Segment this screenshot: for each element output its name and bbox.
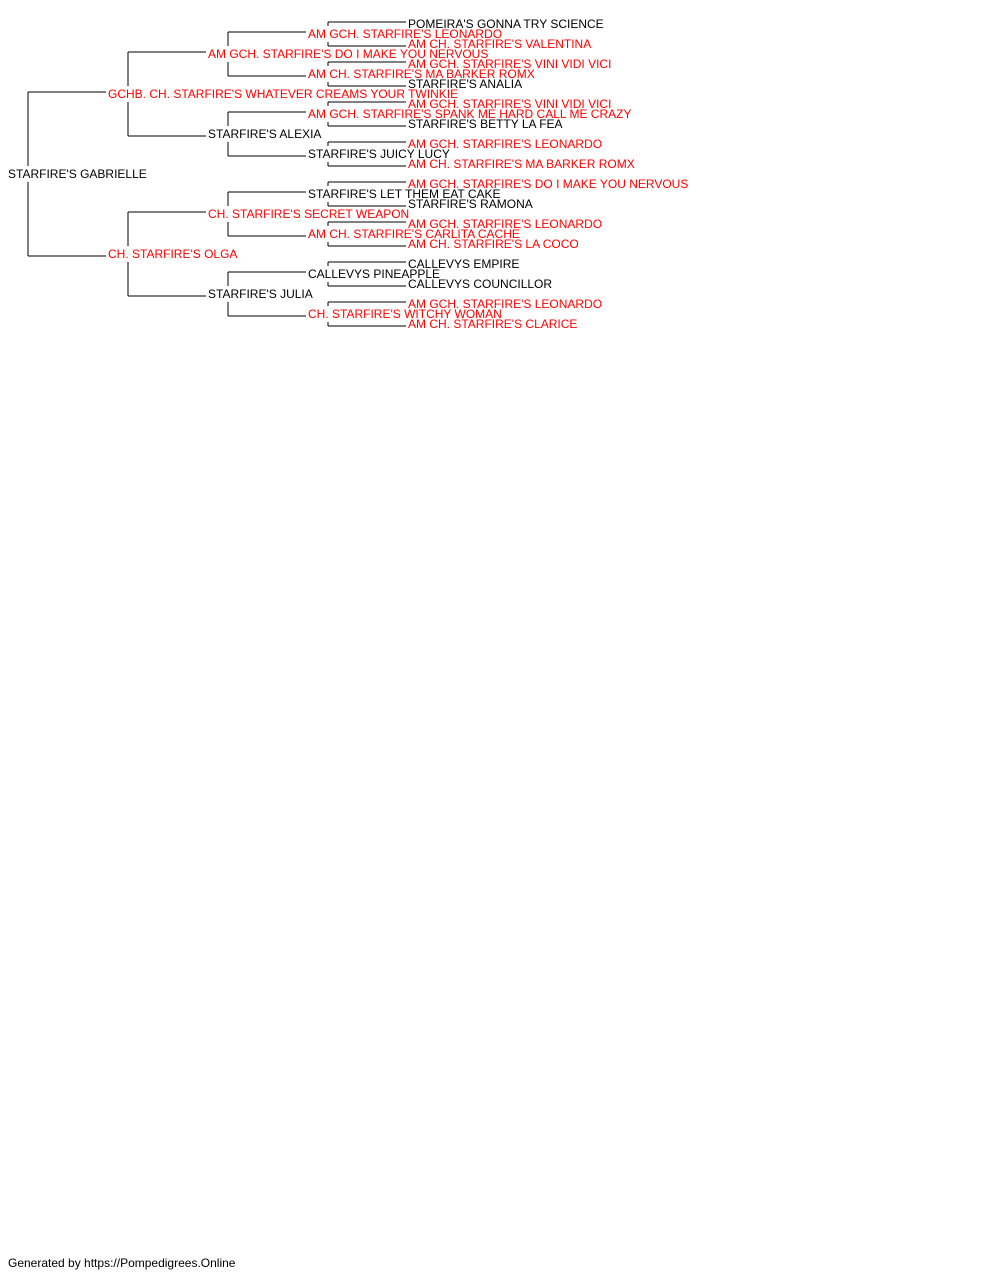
dog-name-gen3[interactable]: CALLEVYS PINEAPPLE (308, 267, 440, 281)
footer-credit: Generated by https://Pompedigrees.Online (8, 1256, 236, 1270)
dog-name-gen2[interactable]: STARFIRE'S JULIA (208, 287, 313, 301)
dog-name-gen4[interactable]: STARFIRE'S RAMONA (408, 197, 533, 211)
dog-name-gen3[interactable]: STARFIRE'S LET THEM EAT CAKE (308, 187, 501, 201)
dog-name-gen3[interactable]: AM GCH. STARFIRE'S LEONARDO (308, 27, 502, 41)
dog-name-gen3[interactable]: AM CH. STARFIRE'S CARLITA CACHE (308, 227, 520, 241)
dog-name-gen4[interactable]: AM GCH. STARFIRE'S LEONARDO (408, 217, 602, 231)
dog-name-gen4[interactable]: POMEIRA'S GONNA TRY SCIENCE (408, 17, 604, 31)
dog-name-gen1[interactable]: GCHB. CH. STARFIRE'S WHATEVER CREAMS YOU… (108, 87, 458, 101)
dog-name-gen4[interactable]: STARFIRE'S ANALIA (408, 77, 522, 91)
dog-name-gen1[interactable]: CH. STARFIRE'S OLGA (108, 247, 237, 261)
dog-name-gen4[interactable]: STARFIRE'S BETTY LA FEA (408, 117, 563, 131)
dog-name-gen3[interactable]: CH. STARFIRE'S WITCHY WOMAN (308, 307, 502, 321)
dog-name-gen4[interactable]: CALLEVYS COUNCILLOR (408, 277, 552, 291)
dog-name-gen4[interactable]: AM GCH. STARFIRE'S VINI VIDI VICI (408, 97, 611, 111)
dog-name-gen4[interactable]: AM CH. STARFIRE'S MA BARKER ROMX (408, 157, 635, 171)
dog-name-gen4[interactable]: AM GCH. STARFIRE'S VINI VIDI VICI (408, 57, 611, 71)
dog-name-gen2[interactable]: AM GCH. STARFIRE'S DO I MAKE YOU NERVOUS (208, 47, 488, 61)
dog-name-gen2[interactable]: STARFIRE'S ALEXIA (208, 127, 321, 141)
dog-name-gen4[interactable]: AM GCH. STARFIRE'S LEONARDO (408, 137, 602, 151)
dog-name-gen3[interactable]: STARFIRE'S JUICY LUCY (308, 147, 450, 161)
dog-name-gen3[interactable]: AM CH. STARFIRE'S MA BARKER ROMX (308, 67, 535, 81)
dog-name-gen4[interactable]: AM CH. STARFIRE'S VALENTINA (408, 37, 591, 51)
dog-name-gen0[interactable]: STARFIRE'S GABRIELLE (8, 167, 147, 181)
dog-name-gen4[interactable]: AM GCH. STARFIRE'S LEONARDO (408, 297, 602, 311)
dog-name-gen4[interactable]: AM CH. STARFIRE'S LA COCO (408, 237, 579, 251)
dog-name-gen3[interactable]: AM GCH. STARFIRE'S SPANK ME HARD CALL ME… (308, 107, 631, 121)
dog-name-gen2[interactable]: CH. STARFIRE'S SECRET WEAPON (208, 207, 409, 221)
dog-name-gen4[interactable]: CALLEVYS EMPIRE (408, 257, 519, 271)
dog-name-gen4[interactable]: AM GCH. STARFIRE'S DO I MAKE YOU NERVOUS (408, 177, 688, 191)
dog-name-gen4[interactable]: AM CH. STARFIRE'S CLARICE (408, 317, 577, 331)
